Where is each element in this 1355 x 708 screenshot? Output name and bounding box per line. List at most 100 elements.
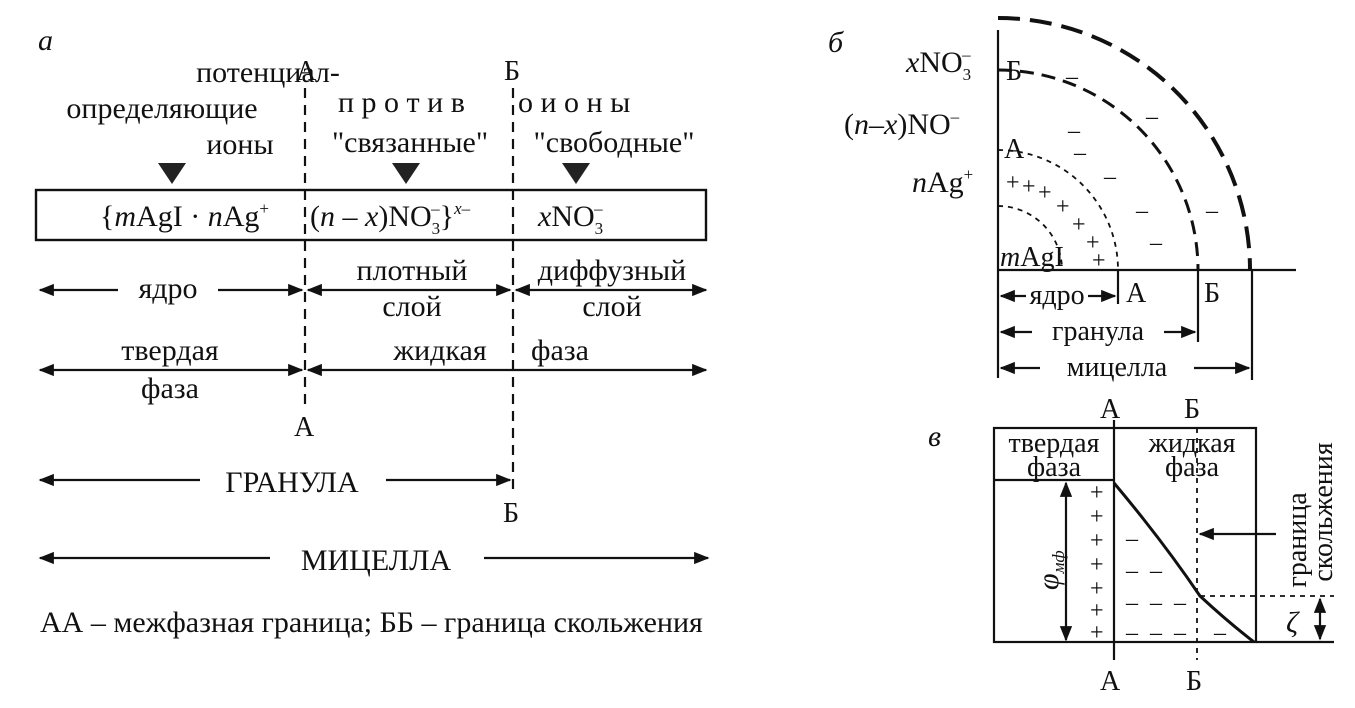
phi-label: φмф [1032, 550, 1068, 590]
svg-text:+: + [1090, 552, 1104, 578]
svg-text:–: – [1149, 558, 1163, 584]
counter-word-left: п р о т и в [338, 86, 465, 119]
svg-text:–: – [1067, 118, 1081, 144]
magi-label: mAgI [1000, 242, 1064, 273]
panel-c-b-top: Б [1184, 394, 1200, 425]
svg-text:–: – [1065, 64, 1079, 90]
svg-text:+: + [1090, 504, 1104, 530]
svg-text:+: + [1090, 598, 1104, 624]
svg-text:+: + [1086, 230, 1100, 256]
svg-text:–: – [1149, 230, 1163, 256]
svg-text:–: – [1149, 590, 1163, 616]
axis-b-label: Б [1204, 278, 1220, 309]
boundary-b-top-label: Б [504, 56, 520, 87]
dense-layer-label-1: плотный [356, 254, 467, 287]
panel-a-caption: АА – межфазная граница; ББ – граница ско… [40, 606, 703, 639]
panel-c-a-bottom: А [1100, 666, 1121, 697]
svg-text:–: – [1103, 164, 1117, 190]
svg-text:+: + [1038, 180, 1052, 206]
plus-column: +++ +++ + [1090, 480, 1104, 646]
panel-b-core-label: ядро [1029, 280, 1084, 311]
dense-layer-label-2: слой [382, 290, 441, 323]
core-label: ядро [138, 272, 197, 305]
nag-label: nAg+ [912, 165, 973, 199]
svg-text:+: + [1056, 194, 1070, 220]
boundary-a-top-label: А [296, 56, 317, 87]
formula-box [34, 188, 708, 242]
panel-c-label: в [928, 420, 941, 453]
svg-text:+: + [1092, 248, 1106, 274]
svg-text:+: + [1072, 212, 1086, 238]
svg-text:–: – [1213, 620, 1227, 646]
diffuse-layer-label-2: слой [582, 290, 641, 323]
panel-b-micelle-label: мицелла [1067, 352, 1168, 383]
core-arc-inner [997, 205, 1063, 271]
formula-part-core: {mAgI · nAg+ [100, 199, 269, 233]
axis-a-label: А [1126, 278, 1147, 309]
panel-c-solid-2: фаза [1027, 452, 1082, 483]
svg-text:+: + [1006, 170, 1020, 196]
panel-c-liquid-1: жидкая [1147, 428, 1235, 459]
panel-b: б +++ +++ + ––– ––– –– xNO3– (n–x)NO– nA… [828, 16, 1296, 383]
pointer-triangle-2 [392, 163, 420, 184]
panel-a-label: а [38, 24, 53, 57]
solid-phase-label-1: твердая [121, 334, 219, 367]
boundary-b-bottom-label: Б [503, 498, 519, 529]
svg-text:+: + [1090, 480, 1104, 506]
panel-b-boundary-b: Б [1006, 56, 1022, 87]
diffuse-layer-label-1: диффузный [538, 254, 686, 287]
svg-text:–: – [1125, 558, 1139, 584]
slip-boundary-label-2: скольжения [1308, 442, 1339, 581]
boundary-a-bottom-label: А [294, 412, 315, 443]
svg-text:–: – [1205, 198, 1219, 224]
svg-text:–: – [1125, 590, 1139, 616]
panel-b-boundary-a: А [1004, 134, 1025, 165]
micelle-label: МИЦЕЛЛА [301, 544, 452, 577]
slip-boundary-label-1: граница [1282, 492, 1313, 588]
pointer-triangle-3 [562, 163, 590, 184]
zeta-label: ζ [1286, 606, 1300, 639]
svg-text:–: – [1173, 590, 1187, 616]
potential-determining-line1: потенциал- [196, 56, 340, 89]
svg-text:–: – [1145, 104, 1159, 130]
bound-ions-label: "связанные" [332, 126, 488, 159]
panel-c: в А Б твердая фаза жидкая фаза φмф +++ +… [928, 394, 1339, 697]
svg-text:+: + [1090, 528, 1104, 554]
potential-curve [1112, 482, 1255, 644]
liquid-phase-label: жидкая [392, 334, 486, 367]
svg-text:–: – [1135, 198, 1149, 224]
formula-part-diffuse: xNO3– [537, 199, 603, 238]
free-ions-label: "свободные" [534, 126, 695, 159]
panel-c-a-top: А [1100, 394, 1121, 425]
panel-c-b-bottom: Б [1186, 666, 1202, 697]
core-arc-outer [997, 149, 1119, 271]
xno3-label: xNO3– [905, 45, 971, 84]
formula-part-dense: (n – x)NO3–}x– [310, 199, 471, 238]
potential-determining-line3: ионы [206, 128, 273, 161]
liquid-phase-label-2: фаза [531, 334, 589, 367]
panel-c-liquid-2: фаза [1165, 452, 1220, 483]
micelle-arc [997, 16, 1252, 271]
svg-text:+: + [1022, 174, 1036, 200]
minus-field: ––– ––– ––– – [1125, 526, 1227, 646]
granule-label: ГРАНУЛА [225, 466, 359, 499]
svg-text:–: – [1125, 526, 1139, 552]
svg-text:–: – [1173, 620, 1187, 646]
solid-phase-label-2: фаза [141, 372, 199, 405]
granule-arc [997, 68, 1200, 271]
svg-text:–: – [1149, 620, 1163, 646]
svg-text:–: – [1073, 140, 1087, 166]
svg-text:–: – [1125, 620, 1139, 646]
negative-charges: ––– ––– –– [1065, 64, 1219, 256]
nx-no-label: (n–x)NO– [844, 107, 960, 141]
positive-charges: +++ +++ + [1006, 170, 1106, 274]
panel-c-solid-1: твердая [1009, 428, 1100, 459]
svg-text:+: + [1090, 620, 1104, 646]
counter-word-right: о и о н ы [518, 86, 630, 119]
panel-a: а потенциал- определяющие ионы п р о т и… [34, 24, 710, 639]
panel-b-label: б [828, 26, 844, 59]
svg-text:+: + [1090, 576, 1104, 602]
potential-determining-line2: определяющие [66, 92, 257, 125]
pointer-triangle-1 [158, 163, 186, 184]
